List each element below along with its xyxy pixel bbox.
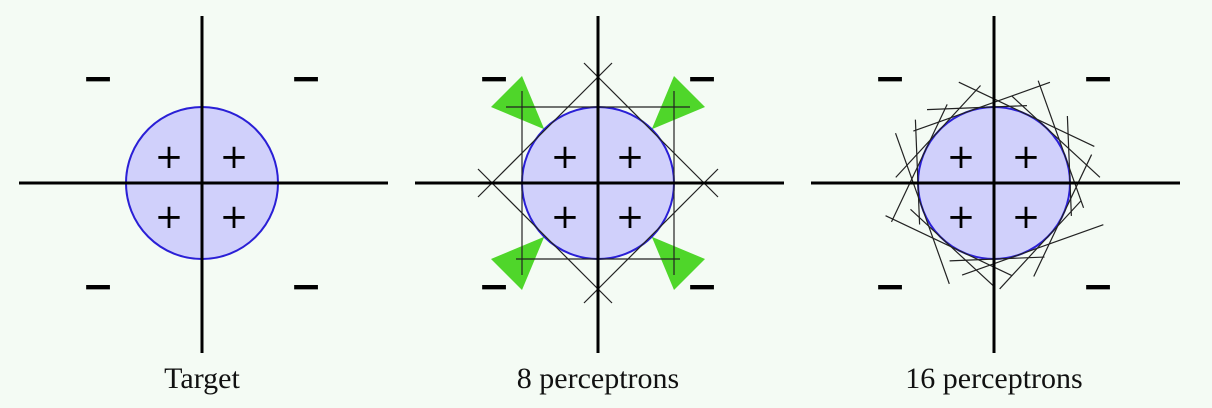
perceptron-line-15 [1037,80,1085,209]
minus-label: − [290,264,322,308]
minus-label: − [686,264,718,308]
caption-8-perceptrons: 8 perceptrons [516,362,680,395]
plus-label: + [220,137,249,177]
plus-label: + [1012,137,1041,177]
plus-label: + [947,137,976,177]
perceptron-line-6 [477,168,613,304]
perceptron-line-4 [477,62,613,198]
error-region-1 [651,76,705,130]
perceptron-line-6 [910,208,996,288]
plus-label: + [551,197,580,237]
panel-target: + + + + − − − − [19,16,388,353]
plus-label: + [1012,197,1041,237]
plus-label: + [220,197,249,237]
panel-16-perceptrons: + + + + − − − − [811,16,1180,353]
minus-label: − [82,56,114,100]
perceptron-line-14 [1011,95,1101,178]
plus-label: + [616,137,645,177]
plus-label: + [616,197,645,237]
perceptron-line-7 [894,132,950,285]
caption-target: Target [164,362,240,395]
minus-label: − [478,264,510,308]
perceptron-line-1 [1033,154,1093,277]
error-region-3 [651,236,705,290]
perceptron-line-2 [999,200,1082,290]
error-region-0 [491,76,545,130]
minus-label: − [874,264,906,308]
minus-label: − [874,56,906,100]
minus-label: − [1082,264,1114,308]
plus-label: + [155,137,184,177]
plus-label: + [155,197,184,237]
perceptron-line-11 [913,81,1051,132]
minus-label: − [686,56,718,100]
caption-16-perceptrons: 16 perceptrons [905,362,1083,395]
perceptron-line-8 [914,119,921,225]
minus-label: − [478,56,510,100]
perceptron-line-3 [961,224,1104,276]
plus-label: + [947,197,976,237]
perceptron-line-5 [885,215,1013,277]
perceptron-line-13 [958,81,1095,147]
perceptron-line-7 [583,168,719,304]
minus-label: − [82,264,114,308]
plus-label: + [551,137,580,177]
perceptron-line-9 [890,104,948,223]
panel-8-perceptrons: + + + + − − − − [415,16,784,353]
error-region-2 [491,236,545,290]
minus-label: − [290,56,322,100]
minus-label: − [1082,56,1114,100]
perceptron-line-10 [895,85,981,178]
perceptron-line-5 [583,62,719,198]
